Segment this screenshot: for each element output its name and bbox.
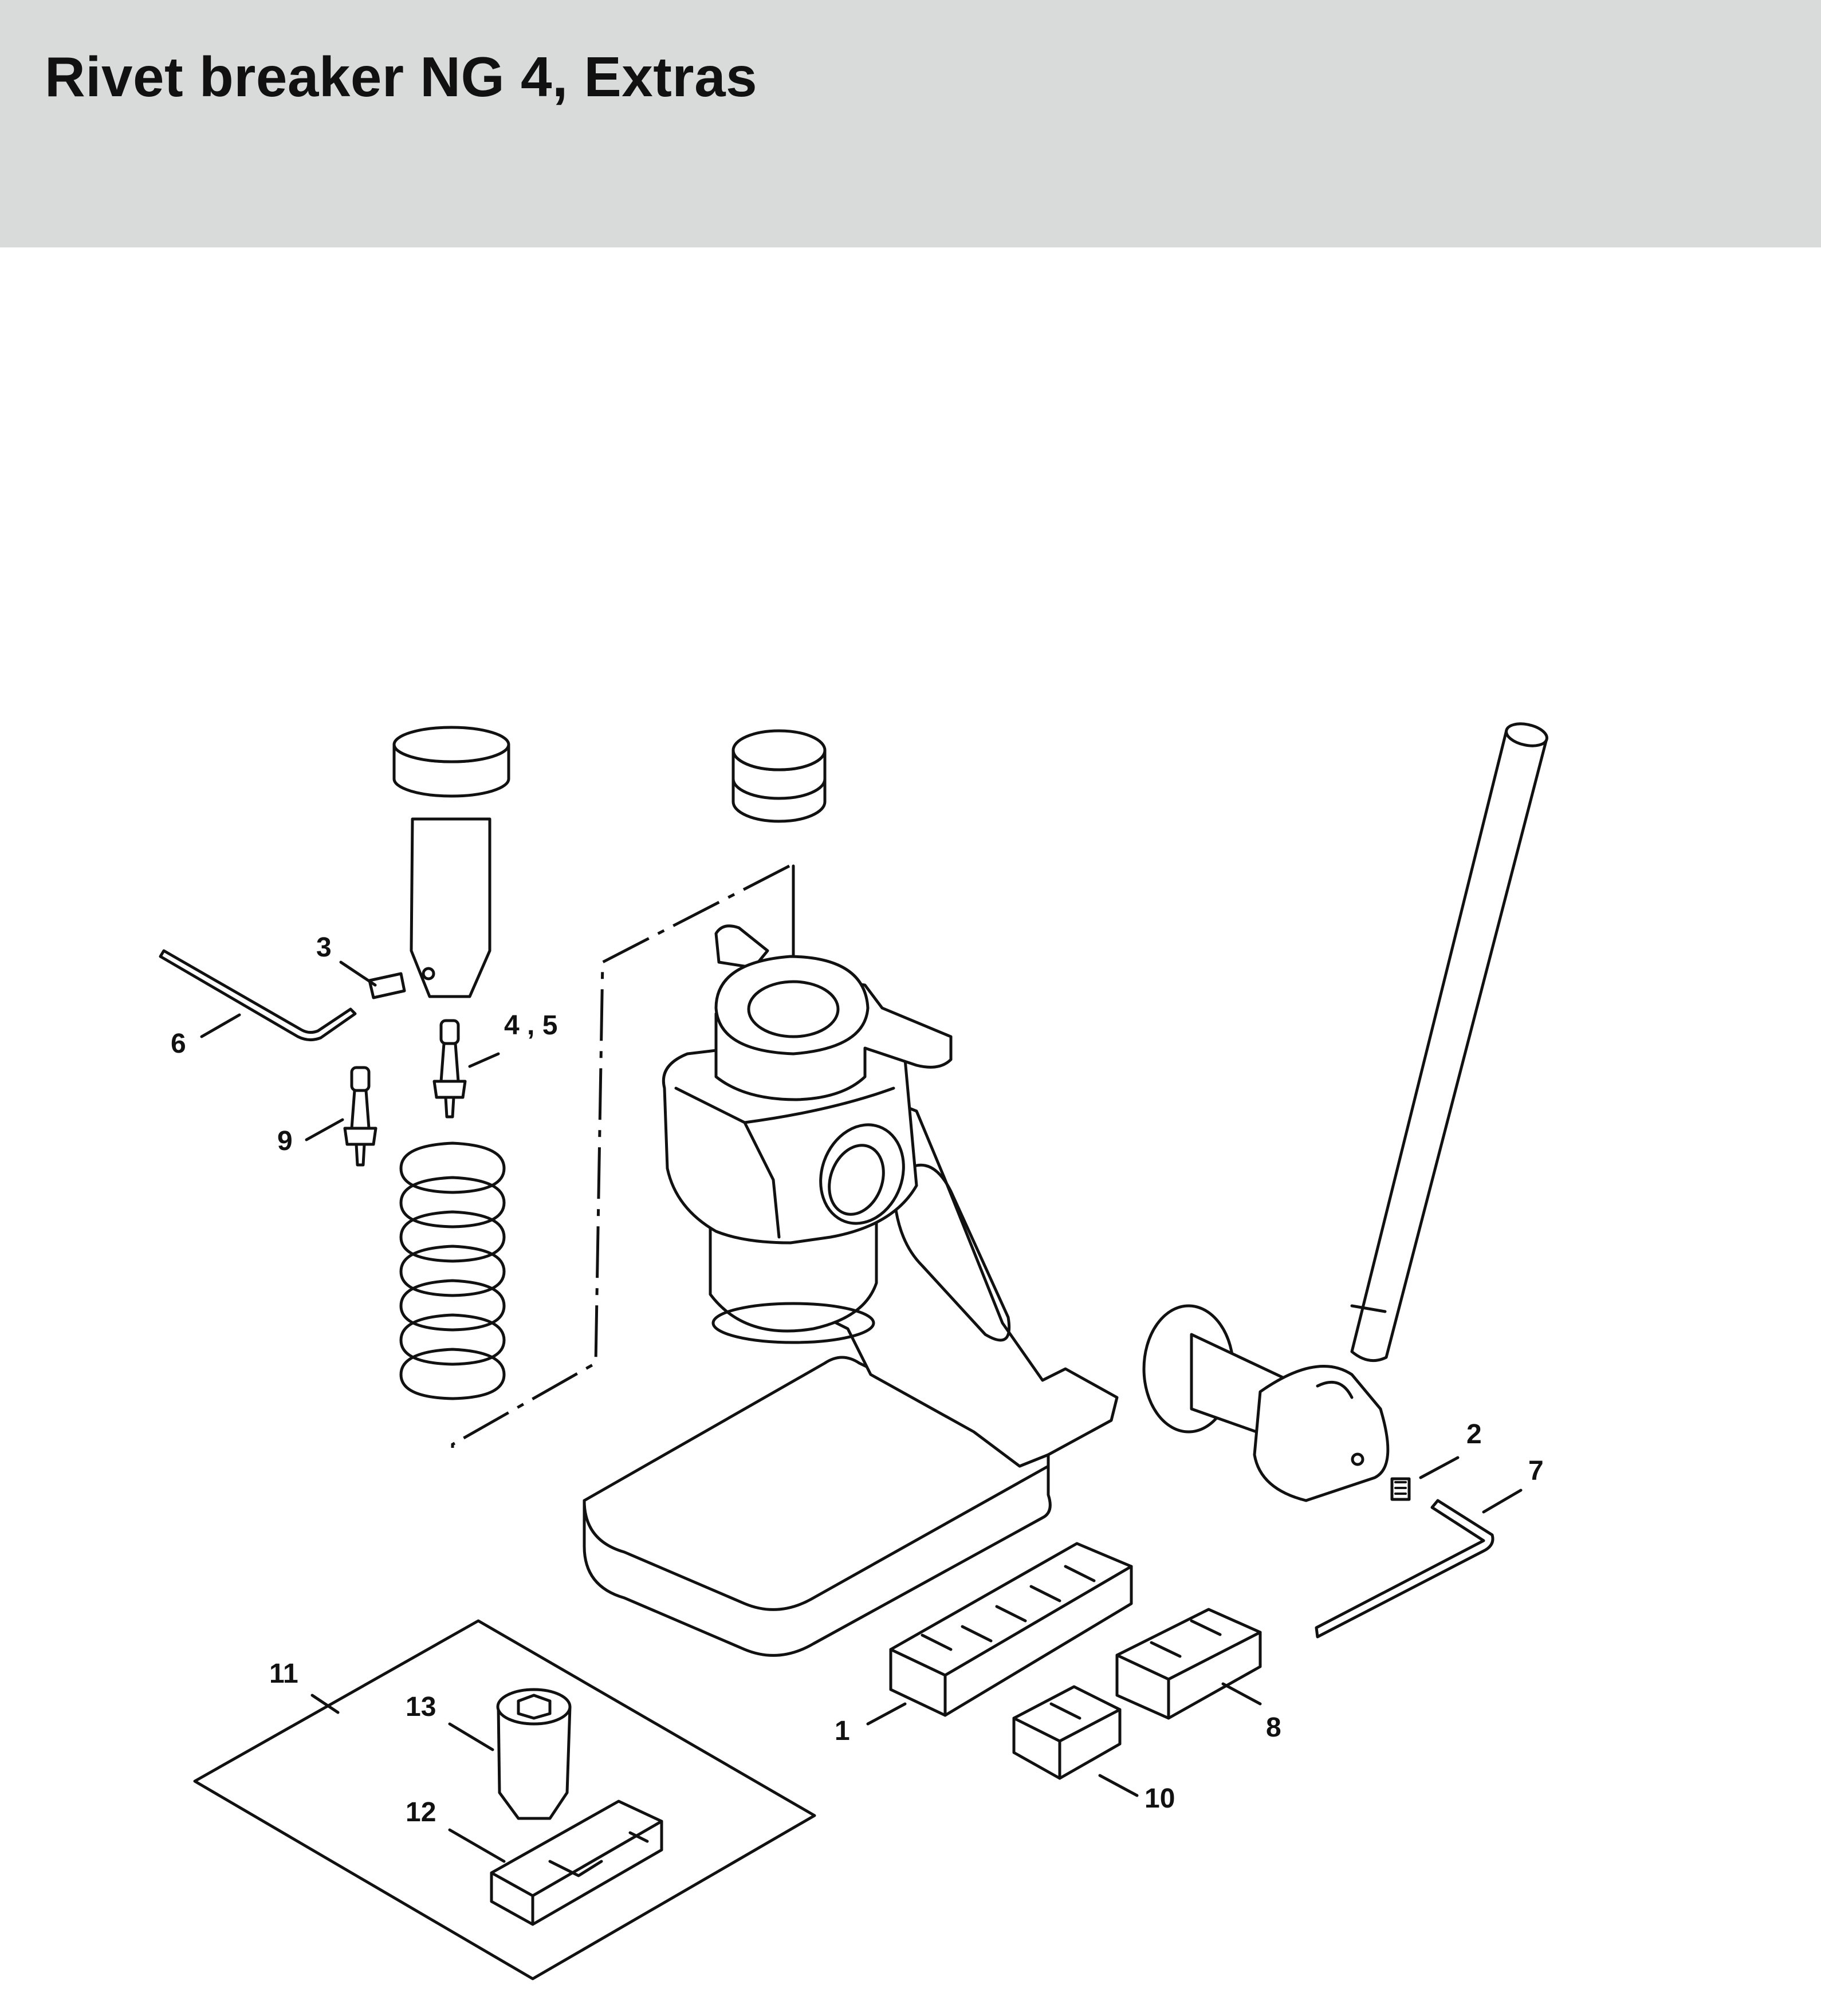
punch-pin-9 bbox=[343, 1066, 377, 1167]
grub-screw-2 bbox=[1390, 1477, 1411, 1501]
press-body bbox=[583, 924, 1119, 1657]
leader-lines bbox=[200, 960, 1523, 1863]
callout-2: 2 bbox=[1466, 1419, 1482, 1450]
callout-1: 1 bbox=[835, 1716, 850, 1746]
callout-4-5: 4 , 5 bbox=[504, 1010, 557, 1041]
callout-13: 13 bbox=[406, 1692, 436, 1722]
allen-key-7 bbox=[1315, 1499, 1494, 1639]
callout-3: 3 bbox=[316, 932, 332, 963]
riveting-anvil-10 bbox=[1012, 1685, 1122, 1780]
riveting-anvil-8 bbox=[1115, 1608, 1262, 1720]
assembly-outline bbox=[451, 864, 790, 1448]
spring bbox=[399, 1141, 506, 1400]
callout-11: 11 bbox=[269, 1659, 298, 1689]
punch-pin-4-5 bbox=[432, 1019, 467, 1119]
riveting-anvil-1 bbox=[889, 1542, 1133, 1717]
anvil-12 bbox=[490, 1800, 663, 1926]
callout-10: 10 bbox=[1144, 1783, 1175, 1814]
grub-screw-3 bbox=[368, 972, 406, 999]
allen-key-6 bbox=[159, 949, 357, 1041]
callout-12: 12 bbox=[406, 1797, 436, 1828]
socket-13 bbox=[496, 1688, 572, 1820]
callout-7: 7 bbox=[1528, 1456, 1544, 1486]
callout-6: 6 bbox=[171, 1029, 186, 1059]
lever-handle bbox=[1350, 722, 1548, 1363]
callout-9: 9 bbox=[277, 1126, 293, 1156]
eccentric-shaft bbox=[1142, 1304, 1390, 1502]
callout-8: 8 bbox=[1266, 1712, 1281, 1743]
page-title: Rivet breaker NG 4, Extras bbox=[45, 45, 758, 108]
header-bar: Rivet breaker NG 4, Extras bbox=[0, 0, 1821, 247]
press-top-cap bbox=[731, 729, 827, 975]
punch-holder bbox=[392, 726, 510, 998]
